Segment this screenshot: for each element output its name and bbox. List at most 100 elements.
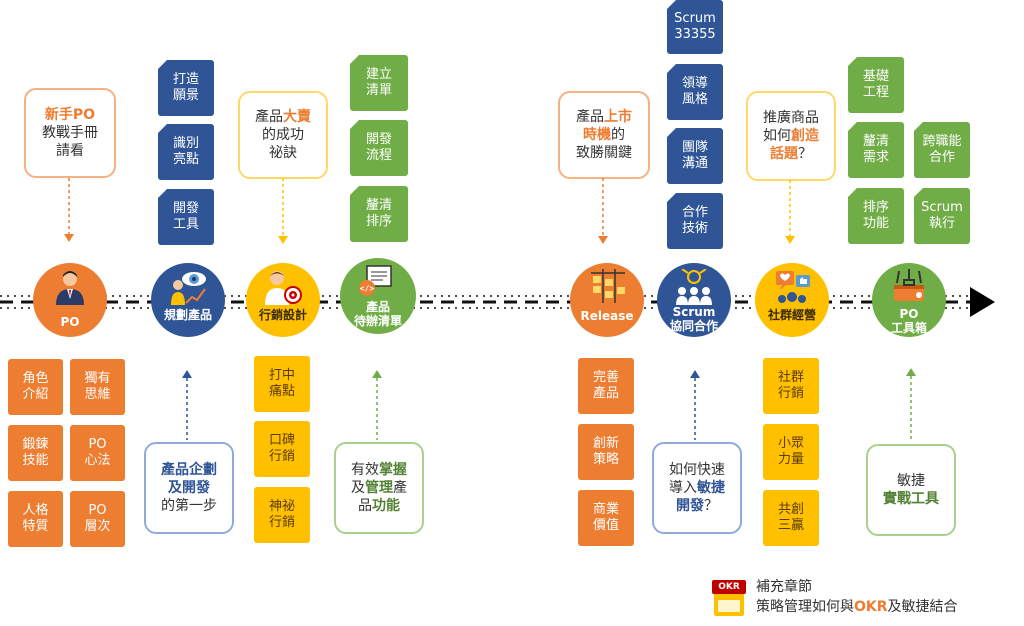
callout-text: 及 (351, 480, 365, 496)
appendix-text: 及敏捷結合 (887, 599, 958, 615)
callout-text: 請看 (56, 143, 84, 159)
node-release[interactable]: Release (570, 263, 644, 337)
tag-release-product[interactable]: 完善 產品 (578, 358, 634, 414)
callout-text: 祕訣 (269, 145, 297, 161)
tag-toolbox-crossfunctional[interactable]: 跨職能 合作 (914, 122, 970, 178)
team-icon (676, 269, 712, 305)
arrow-scrum-up (690, 370, 700, 440)
callout-highlight: 產品企劃 (161, 462, 217, 478)
callout-text: 如何 (763, 128, 791, 144)
node-label: Release (580, 309, 634, 323)
callout-text: 產品 (576, 109, 604, 125)
callout-text: 產品 (255, 109, 283, 125)
node-product-backlog[interactable]: </> 產品 待辦清單 (340, 258, 416, 334)
okr-badge-text: OKR (718, 582, 740, 592)
callout-highlight: 大賣 (283, 109, 311, 125)
node-community[interactable]: 社群經營 (755, 263, 829, 337)
tag-toolbox-prioritize[interactable]: 排序 功能 (848, 188, 904, 244)
node-label: 行銷設計 (258, 308, 307, 322)
node-label: 規劃產品 (163, 308, 212, 322)
node-po[interactable]: PO (33, 263, 107, 337)
callout-highlight: 敏捷 (697, 480, 725, 496)
appendix-title: 補充章節 (756, 579, 812, 595)
okr-folder-icon: OKR (712, 578, 746, 618)
tag-toolbox-infra[interactable]: 基礎 工程 (848, 57, 904, 113)
kanban-board-icon (591, 269, 625, 303)
appendix-okr-highlight: OKR (854, 599, 888, 615)
tag-plan-vision[interactable]: 打造 願景 (158, 60, 214, 116)
node-scrum-collaboration[interactable]: Scrum 協同合作 (657, 263, 731, 337)
callout-highlight: 管理 (365, 480, 393, 496)
tag-scrum-33355[interactable]: Scrum 33355 (667, 0, 723, 54)
arrow-plan-up (182, 370, 192, 440)
callout-po-guide: 新手PO 教戰手冊 請看 (24, 88, 116, 178)
callout-text: 的成功 (262, 127, 304, 143)
tag-po-role[interactable]: 角色 介紹 (8, 359, 63, 415)
callout-highlight: 掌握 (379, 462, 407, 478)
callout-highlight: 時機 (583, 127, 611, 143)
tag-community-niche[interactable]: 小眾 力量 (763, 424, 819, 480)
node-label: 社群經營 (767, 308, 816, 322)
tag-plan-tools[interactable]: 開發 工具 (158, 189, 214, 245)
node-plan-product[interactable]: 規劃產品 (151, 263, 225, 337)
arrow-release-down (598, 178, 608, 244)
node-label: Scrum 協同合作 (669, 305, 718, 333)
callout-text: 導入 (669, 480, 697, 496)
callout-text: 新手PO (44, 107, 96, 123)
node-label: 產品 待辦清單 (353, 300, 402, 328)
callout-plan-first-step: 產品企劃 及開發 的第一步 (144, 442, 234, 534)
callout-highlight: 功能 (372, 498, 400, 514)
tag-po-skills[interactable]: 鍛鍊 技能 (8, 425, 63, 481)
tag-scrum-communication[interactable]: 團隊 溝通 (667, 128, 723, 184)
callout-text: 有效 (351, 462, 379, 478)
tag-backlog-process[interactable]: 開發 流程 (350, 120, 408, 176)
callout-text: 教戰手冊 (42, 125, 98, 141)
tag-marketing-mystery[interactable]: 神祕 行銷 (254, 487, 310, 543)
callout-text: 推廣商品 (763, 110, 819, 126)
callout-text: 敏捷 (897, 473, 925, 489)
callout-backlog-manage: 有效掌握 及管理產 品功能 (334, 442, 424, 534)
social-media-icon (776, 271, 810, 303)
tag-po-level[interactable]: PO 層次 (70, 491, 125, 547)
appendix-text: 策略管理如何與 (756, 599, 854, 615)
tag-backlog-order[interactable]: 釐清 排序 (350, 186, 408, 242)
callout-text: ？ (704, 498, 718, 514)
tag-community-marketing[interactable]: 社群 行銷 (763, 358, 819, 414)
tag-plan-highlight[interactable]: 識別 亮點 (158, 124, 214, 180)
code-document-icon: </> (359, 265, 392, 296)
tag-backlog-build[interactable]: 建立 清單 (350, 55, 408, 111)
callout-text: 產 (393, 480, 407, 496)
node-label: PO (60, 315, 80, 329)
tag-release-strategy[interactable]: 創新 策略 (578, 424, 634, 480)
tag-community-cocreate[interactable]: 共創 三贏 (763, 490, 819, 546)
callout-text: 如何快速 (669, 462, 725, 478)
tag-marketing-painpoint[interactable]: 打中 痛點 (254, 356, 310, 412)
tag-po-personality[interactable]: 人格 特質 (8, 491, 63, 547)
tag-marketing-wordofmouth[interactable]: 口碑 行銷 (254, 421, 310, 477)
callout-text: 的 (611, 127, 625, 143)
callout-highlight: 實戰工具 (883, 491, 939, 507)
tag-po-method[interactable]: PO 心法 (70, 425, 125, 481)
callout-highlight: 創造 (791, 128, 819, 144)
callout-agile-tools: 敏捷 實戰工具 (866, 444, 956, 536)
tag-release-value[interactable]: 商業 價值 (578, 490, 634, 546)
tag-toolbox-requirements[interactable]: 釐清 需求 (848, 122, 904, 178)
svg-text:</>: </> (360, 284, 375, 293)
callout-text: 致勝關鍵 (576, 145, 632, 161)
callout-scrum-adopt: 如何快速 導入敏捷 開發？ (652, 442, 742, 534)
node-po-toolbox[interactable]: PO 工具箱 (872, 263, 946, 337)
target-person-icon (265, 271, 302, 305)
callout-highlight: 話題 (770, 146, 798, 162)
appendix-okr[interactable]: OKR 補充章節 策略管理如何與OKR及敏捷結合 (710, 576, 1010, 622)
node-marketing-design[interactable]: 行銷設計 (246, 263, 320, 337)
callout-community-topic: 推廣商品 如何創造 話題？ (746, 91, 836, 181)
businessman-icon (56, 271, 84, 305)
tag-scrum-leadership[interactable]: 領導 風格 (667, 64, 723, 120)
tag-scrum-technique[interactable]: 合作 技術 (667, 193, 723, 249)
arrow-backlog-up (372, 370, 382, 440)
tag-po-mindset[interactable]: 獨有 思維 (70, 359, 125, 415)
callout-release-timing: 產品上市 時機的 致勝關鍵 (558, 91, 650, 179)
node-label: PO 工具箱 (890, 307, 927, 335)
tag-toolbox-scrum[interactable]: Scrum 執行 (914, 188, 970, 244)
callout-text: ？ (798, 146, 812, 162)
